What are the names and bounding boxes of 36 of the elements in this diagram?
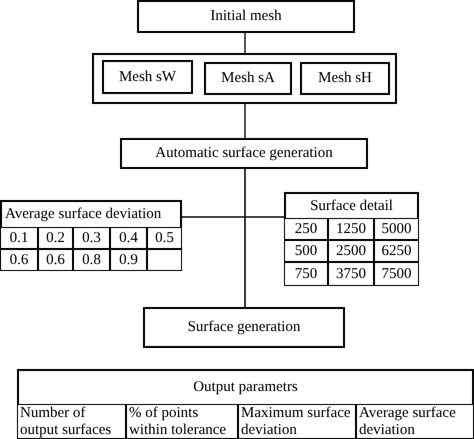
table-cell: 1250: [328, 218, 374, 240]
table-cell: Average surface deviation: [356, 404, 474, 439]
process-box: Mesh sW: [102, 60, 193, 94]
table-frame: [17, 369, 474, 439]
table-cell: 2500: [328, 240, 374, 262]
table-cell: 0.8: [73, 249, 110, 271]
process-box: Automatic surface generation: [120, 138, 368, 169]
table-cell: 750: [284, 262, 328, 286]
process-box: Mesh sA: [204, 62, 292, 95]
table-cell: 500: [284, 240, 328, 262]
table-cell: 0.6: [0, 249, 38, 271]
table-cell: 0.5: [147, 227, 182, 249]
table-cell: 0.6: [38, 249, 73, 271]
table-cell: 0.9: [110, 249, 147, 271]
table-cell: Maximum surface deviation: [238, 404, 356, 439]
table-cell: 7500: [374, 262, 419, 286]
table-cell: % of points within tolerance: [126, 404, 238, 439]
table-cell: 0.1: [0, 227, 38, 249]
table-cell: [147, 249, 182, 271]
process-box: Surface generation: [143, 307, 345, 348]
connector-line: [244, 216, 284, 307]
table-cell: 5000: [374, 218, 419, 240]
group-frame: [92, 53, 397, 104]
table-cell: 3750: [328, 262, 374, 286]
table-frame: [284, 192, 419, 286]
process-box: Initial mesh: [137, 0, 355, 33]
process-box: Mesh sH: [300, 62, 390, 95]
table-frame: [0, 200, 182, 271]
table-cell: 0.2: [38, 227, 73, 249]
table-cell: 250: [284, 218, 328, 240]
table-cell: 6250: [374, 240, 419, 262]
table-cell: 0.3: [73, 227, 110, 249]
connector-line: [244, 33, 246, 53]
table-cell: 0.4: [110, 227, 147, 249]
connector-line: [244, 104, 246, 138]
table-cell: Number of output surfaces: [17, 404, 126, 439]
